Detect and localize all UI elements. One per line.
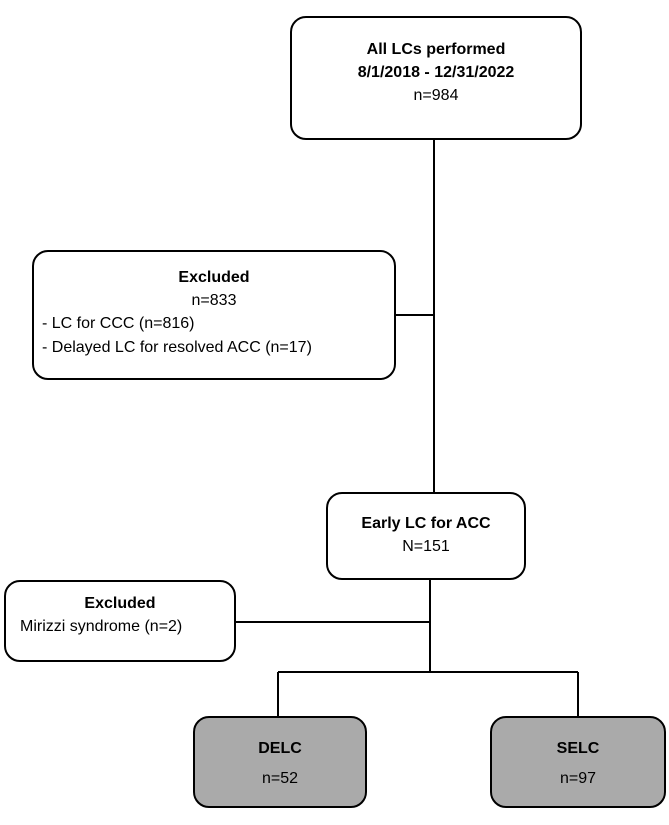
delc-title: DELC bbox=[258, 740, 302, 757]
excluded-box-2: Excluded Mirizzi syndrome (n=2) bbox=[4, 580, 236, 662]
excluded-1-count: n=833 bbox=[191, 292, 237, 310]
early-lc-box: Early LC for ACC N=151 bbox=[326, 492, 526, 580]
early-lc-title: Early LC for ACC bbox=[361, 515, 491, 532]
excluded-1-title: Excluded bbox=[178, 269, 250, 286]
excluded-2-title: Excluded bbox=[84, 595, 156, 612]
all-lcs-box: All LCs performed 8/1/2018 - 12/31/2022 … bbox=[290, 16, 582, 140]
excluded-1-item-delayed: - Delayed LC for resolved ACC (n=17) bbox=[42, 338, 312, 356]
delc-box: DELC n=52 bbox=[193, 716, 367, 808]
all-lcs-count: n=984 bbox=[413, 87, 459, 105]
excluded-2-item-mirizzi: Mirizzi syndrome (n=2) bbox=[20, 618, 183, 636]
all-lcs-title: All LCs performed bbox=[366, 41, 506, 58]
early-lc-count: N=151 bbox=[402, 538, 450, 556]
selc-title: SELC bbox=[556, 740, 600, 757]
selc-box: SELC n=97 bbox=[490, 716, 666, 808]
excluded-1-item-ccc: - LC for CCC (n=816) bbox=[42, 315, 195, 333]
delc-count: n=52 bbox=[261, 770, 299, 788]
all-lcs-dates: 8/1/2018 - 12/31/2022 bbox=[357, 64, 515, 82]
excluded-box-1: Excluded n=833 - LC for CCC (n=816) - De… bbox=[32, 250, 396, 380]
selc-count: n=97 bbox=[559, 770, 597, 788]
